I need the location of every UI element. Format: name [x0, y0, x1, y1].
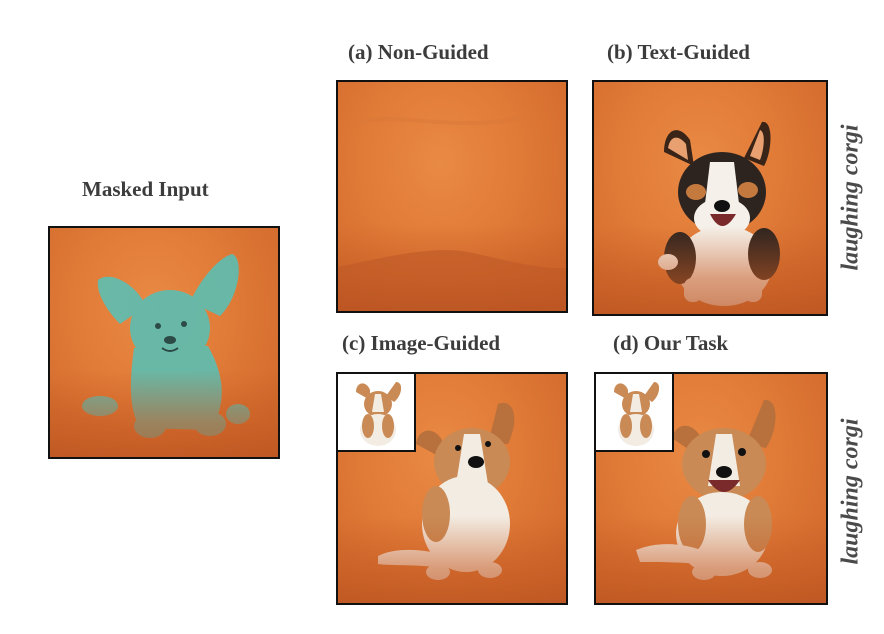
panel-c-image — [336, 372, 568, 605]
prompt-label-top: laughing corgi — [837, 124, 864, 271]
panel-b-image — [592, 80, 828, 316]
panel-d-image — [594, 372, 828, 605]
reference-corgi-thumbnail — [614, 382, 660, 446]
masked-input-image — [48, 226, 280, 459]
panel-d-title: (d) Our Task — [613, 331, 729, 355]
panel-b-title: (b) Text-Guided — [607, 40, 750, 64]
panel-a-title: (a) Non-Guided — [348, 40, 489, 64]
panel-a-image — [336, 80, 568, 313]
reference-corgi-thumbnail — [356, 382, 402, 446]
masked-input-title: Masked Input — [82, 177, 209, 201]
prompt-label-bottom: laughing corgi — [837, 418, 864, 565]
reference-image-inset-d — [596, 374, 674, 452]
reference-image-inset-c — [338, 374, 416, 452]
panel-c-title: (c) Image-Guided — [342, 331, 501, 355]
